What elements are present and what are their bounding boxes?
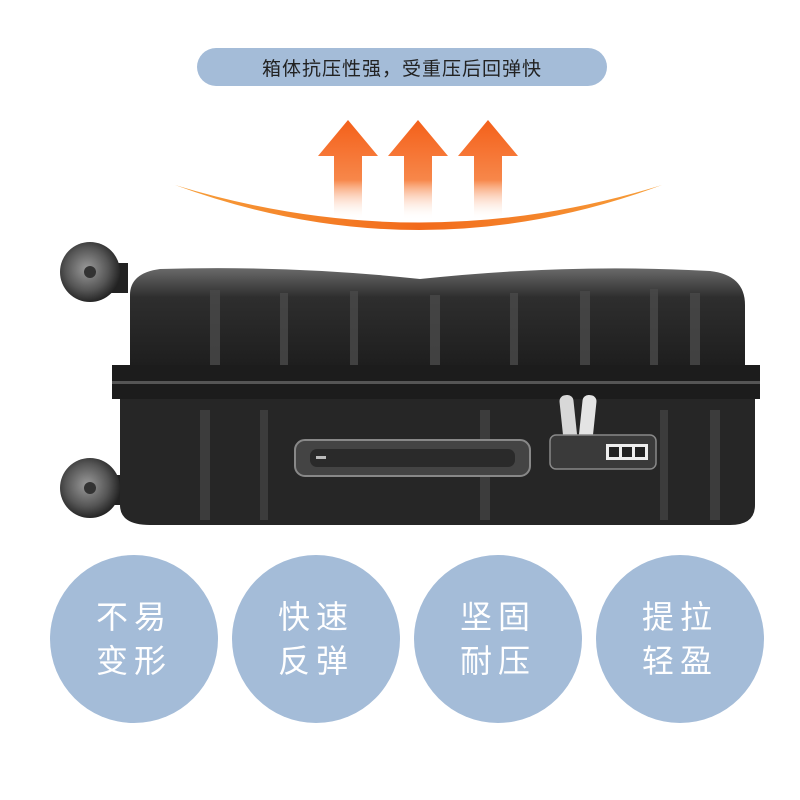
headline-banner: 箱体抗压性强，受重压后回弹快 <box>197 48 607 86</box>
feature-badge-fast-rebound: 快速 反弹 <box>232 555 400 723</box>
suitcase-image <box>60 242 760 525</box>
feature-text: 坚固 <box>459 598 536 636</box>
feature-badge-no-deform: 不易 变形 <box>50 555 218 723</box>
up-arrow-icon <box>458 120 518 220</box>
wheel-bottom <box>60 458 128 518</box>
feature-badge-sturdy: 坚固 耐压 <box>414 555 582 723</box>
up-arrow-icon <box>318 120 378 220</box>
feature-text: 变形 <box>95 642 172 680</box>
wheel-top <box>60 242 128 302</box>
feature-text: 不易 <box>95 598 172 636</box>
headline-text: 箱体抗压性强，受重压后回弹快 <box>261 57 542 80</box>
pressure-arc <box>175 185 662 230</box>
up-arrow-icon <box>388 120 448 220</box>
combination-lock <box>549 434 657 470</box>
feature-text: 耐压 <box>459 642 536 680</box>
feature-badge-lightweight: 提拉 轻盈 <box>596 555 764 723</box>
rebound-arrows-graphic <box>175 120 662 230</box>
feature-text: 提拉 <box>641 598 718 636</box>
feature-text: 快速 <box>277 598 354 636</box>
feature-text: 反弹 <box>277 642 354 680</box>
side-handle <box>294 439 531 477</box>
feature-text: 轻盈 <box>641 642 718 680</box>
